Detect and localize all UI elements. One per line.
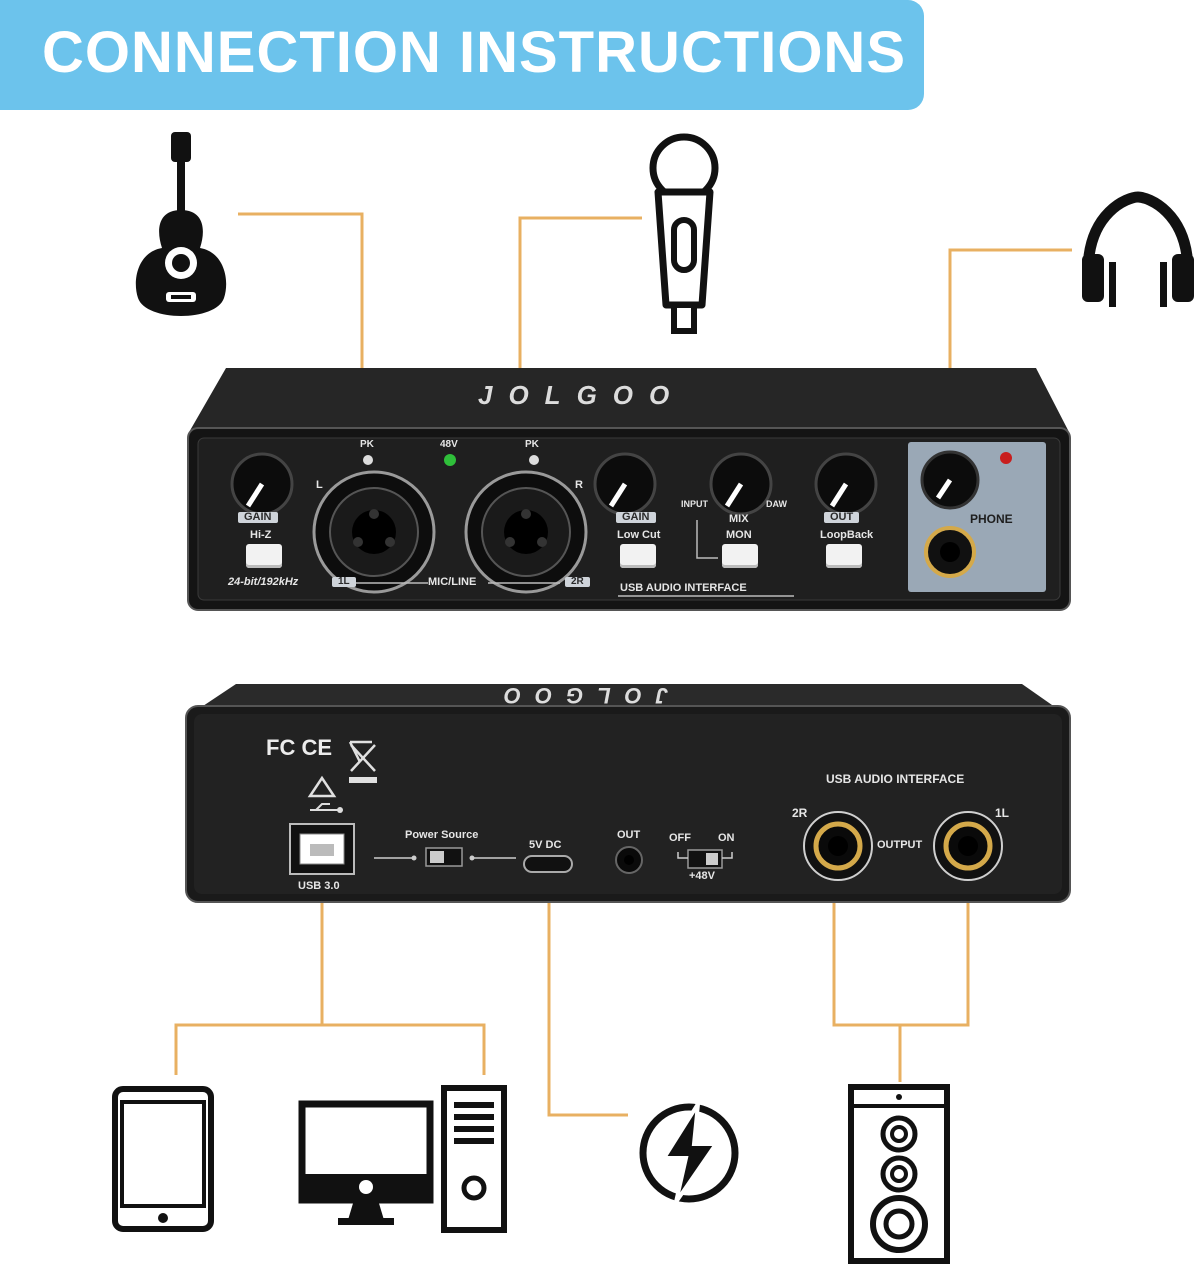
pk-label-2: PK xyxy=(525,439,539,450)
channel-r-label: R xyxy=(575,479,583,491)
mon-button[interactable] xyxy=(722,544,758,568)
loopback-label: LoopBack xyxy=(820,529,874,541)
low-cut-label: Low Cut xyxy=(617,529,661,541)
loopback-button[interactable] xyxy=(826,544,862,568)
hi-z-label: Hi-Z xyxy=(250,529,272,541)
rear-48v-label: +48V xyxy=(689,870,715,882)
output-label: OUTPUT xyxy=(877,839,923,851)
front-controls xyxy=(230,450,1012,597)
off-label: OFF xyxy=(669,832,691,844)
phone-label: PHONE xyxy=(970,512,1013,526)
rear-out-label: OUT xyxy=(617,829,641,841)
mic-line-label: MIC/LINE xyxy=(428,576,477,588)
mix-daw-label: DAW xyxy=(766,499,787,509)
mix-label: MIX xyxy=(729,513,749,525)
desktop-computer-icon xyxy=(298,1085,507,1233)
out-label: OUT xyxy=(824,512,860,523)
power-source-label: Power Source xyxy=(405,829,479,841)
48v-label: 48V xyxy=(440,439,458,450)
front-usb-audio-interface-label: USB AUDIO INTERFACE xyxy=(620,582,747,594)
banner-title: CONNECTION INSTRUCTIONS xyxy=(42,20,906,85)
headphones-icon xyxy=(1082,191,1194,307)
gain-label-2: GAIN xyxy=(616,512,656,523)
pk-label-1: PK xyxy=(360,439,374,450)
gain-knob-1 xyxy=(230,452,294,516)
ch1-badge: 1L xyxy=(332,577,356,587)
speaker-icon xyxy=(848,1084,950,1264)
cert-marks: FC CE xyxy=(266,735,332,760)
front-brand-logo: JOLGOO xyxy=(478,380,686,410)
power-bolt-icon xyxy=(639,1102,739,1204)
channel-l-label: L xyxy=(316,479,323,491)
usb-port-label: USB 3.0 xyxy=(298,880,340,892)
guitar-icon xyxy=(135,132,227,316)
title-banner: CONNECTION INSTRUCTIONS xyxy=(0,0,924,110)
spec-label: 24-bit/192kHz xyxy=(228,576,299,588)
microphone-icon xyxy=(649,133,719,334)
rear-device-body xyxy=(185,684,1071,903)
hi-z-button[interactable] xyxy=(246,544,282,568)
dc-label: 5V DC xyxy=(529,839,562,851)
gain-label-1: GAIN xyxy=(238,512,278,523)
on-label: ON xyxy=(718,832,735,844)
low-cut-button[interactable] xyxy=(620,544,656,568)
rear-usb-audio-interface-label: USB AUDIO INTERFACE xyxy=(826,772,965,786)
output-1l-label: 1L xyxy=(995,806,1010,820)
output-2r-label: 2R xyxy=(792,806,808,820)
rear-brand-logo: JOLGOO xyxy=(490,683,669,708)
mix-input-label: INPUT xyxy=(681,499,708,509)
mon-label: MON xyxy=(726,529,752,541)
tablet-icon xyxy=(112,1086,214,1232)
ch2-badge: 2R xyxy=(565,577,590,587)
